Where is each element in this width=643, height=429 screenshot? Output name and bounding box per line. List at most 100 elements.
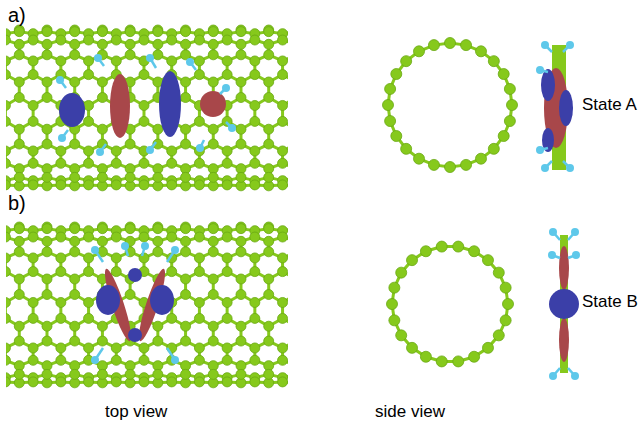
carbon-atom [264, 124, 274, 134]
carbon-atom [70, 50, 80, 60]
carbon-atom [14, 290, 24, 300]
carbon-atom [111, 355, 121, 365]
carbon-atom [420, 246, 431, 257]
carbon-atom [153, 236, 163, 246]
hydrogen-atom [536, 146, 544, 154]
carbon-atom [28, 297, 38, 307]
carbon-atom [222, 56, 232, 66]
hydrogen-atom [186, 58, 194, 66]
carbon-atom [264, 321, 274, 331]
carbon-atom [14, 321, 24, 331]
orbital-side-projection [548, 228, 580, 380]
carbon-atom [385, 116, 396, 127]
carbon-atom [111, 267, 121, 277]
carbon-atom [139, 180, 149, 190]
carbon-atom [6, 70, 10, 80]
carbon-atom [208, 27, 218, 37]
carbon-atom [14, 27, 24, 37]
carbon-atom [153, 124, 163, 134]
carbon-atom [28, 180, 38, 190]
orbital-lobe [559, 246, 569, 290]
carbon-atom [84, 313, 94, 323]
carbon-atom [278, 116, 288, 126]
carbon-atom [139, 116, 149, 126]
carbon-atom [56, 146, 66, 156]
carbon-atom [264, 77, 274, 87]
nanotube-side-view [387, 241, 514, 367]
carbon-atom [250, 158, 260, 168]
carbon-atom [194, 355, 204, 365]
carbon-atom [389, 315, 400, 326]
carbon-atom [222, 313, 232, 323]
carbon-atom [28, 377, 38, 387]
carbon-atom [250, 297, 260, 307]
carbon-atom [28, 146, 38, 156]
carbon-atom [278, 146, 288, 156]
carbon-atom [208, 139, 218, 149]
carbon-atom [250, 232, 260, 242]
carbon-atom [278, 267, 288, 277]
carbon-atom [428, 159, 439, 170]
carbon-atom [488, 56, 499, 67]
carbon-atom [6, 253, 10, 263]
carbon-atom [84, 35, 94, 45]
orbital-side-projection [536, 41, 574, 172]
carbon-atom [493, 330, 504, 341]
carbon-atom [84, 70, 94, 80]
carbon-atom [42, 369, 52, 379]
carbon-atom [278, 158, 288, 168]
carbon-atom [56, 180, 66, 190]
carbon-atom [56, 267, 66, 277]
orbital-isosurface [91, 242, 179, 364]
carbon-atom [194, 377, 204, 387]
carbon-atom [153, 247, 163, 257]
carbon-atom [14, 247, 24, 257]
carbon-atom [70, 274, 80, 284]
orbital-lobe [59, 93, 85, 127]
carbon-atom [56, 253, 66, 263]
hydrogen-atom [536, 66, 544, 74]
carbon-atom [56, 355, 66, 365]
carbon-atom [14, 139, 24, 149]
carbon-atom [70, 27, 80, 37]
carbon-atom [70, 247, 80, 257]
hydrogen-atom [121, 242, 129, 250]
hydrogen-atom [571, 228, 579, 236]
carbon-atom [250, 355, 260, 365]
carbon-atom [14, 77, 24, 87]
carbon-atom [503, 299, 514, 310]
carbon-atom [278, 70, 288, 80]
carbon-atom [236, 93, 246, 103]
carbon-atom [125, 224, 135, 234]
hydrogen-atom [91, 356, 99, 364]
carbon-atom [488, 143, 499, 154]
carbon-atom [401, 56, 412, 67]
carbon-atom [56, 377, 66, 387]
hydrogen-atom [94, 54, 102, 62]
carbon-atom [208, 172, 218, 182]
carbon-atom [167, 232, 177, 242]
carbon-atom [97, 27, 107, 37]
carbon-atom [278, 100, 288, 110]
carbon-atom [181, 247, 191, 257]
carbon-atom [14, 369, 24, 379]
carbon-atom [461, 40, 472, 51]
carbon-atom [222, 146, 232, 156]
carbon-atom [28, 116, 38, 126]
carbon-atom [396, 267, 407, 278]
carbon-atom [139, 232, 149, 242]
carbon-atom [56, 56, 66, 66]
carbon-atom [436, 241, 447, 252]
carbon-atom [111, 56, 121, 66]
carbon-atom [56, 158, 66, 168]
carbon-atom [461, 159, 472, 170]
carbon-atom [208, 224, 218, 234]
carbon-atom [236, 336, 246, 346]
carbon-atom [278, 232, 288, 242]
hydrogen-atom [566, 164, 574, 172]
carbon-atom [250, 70, 260, 80]
carbon-atom [84, 343, 94, 353]
carbon-atom [14, 274, 24, 284]
carbon-atom [407, 342, 418, 353]
